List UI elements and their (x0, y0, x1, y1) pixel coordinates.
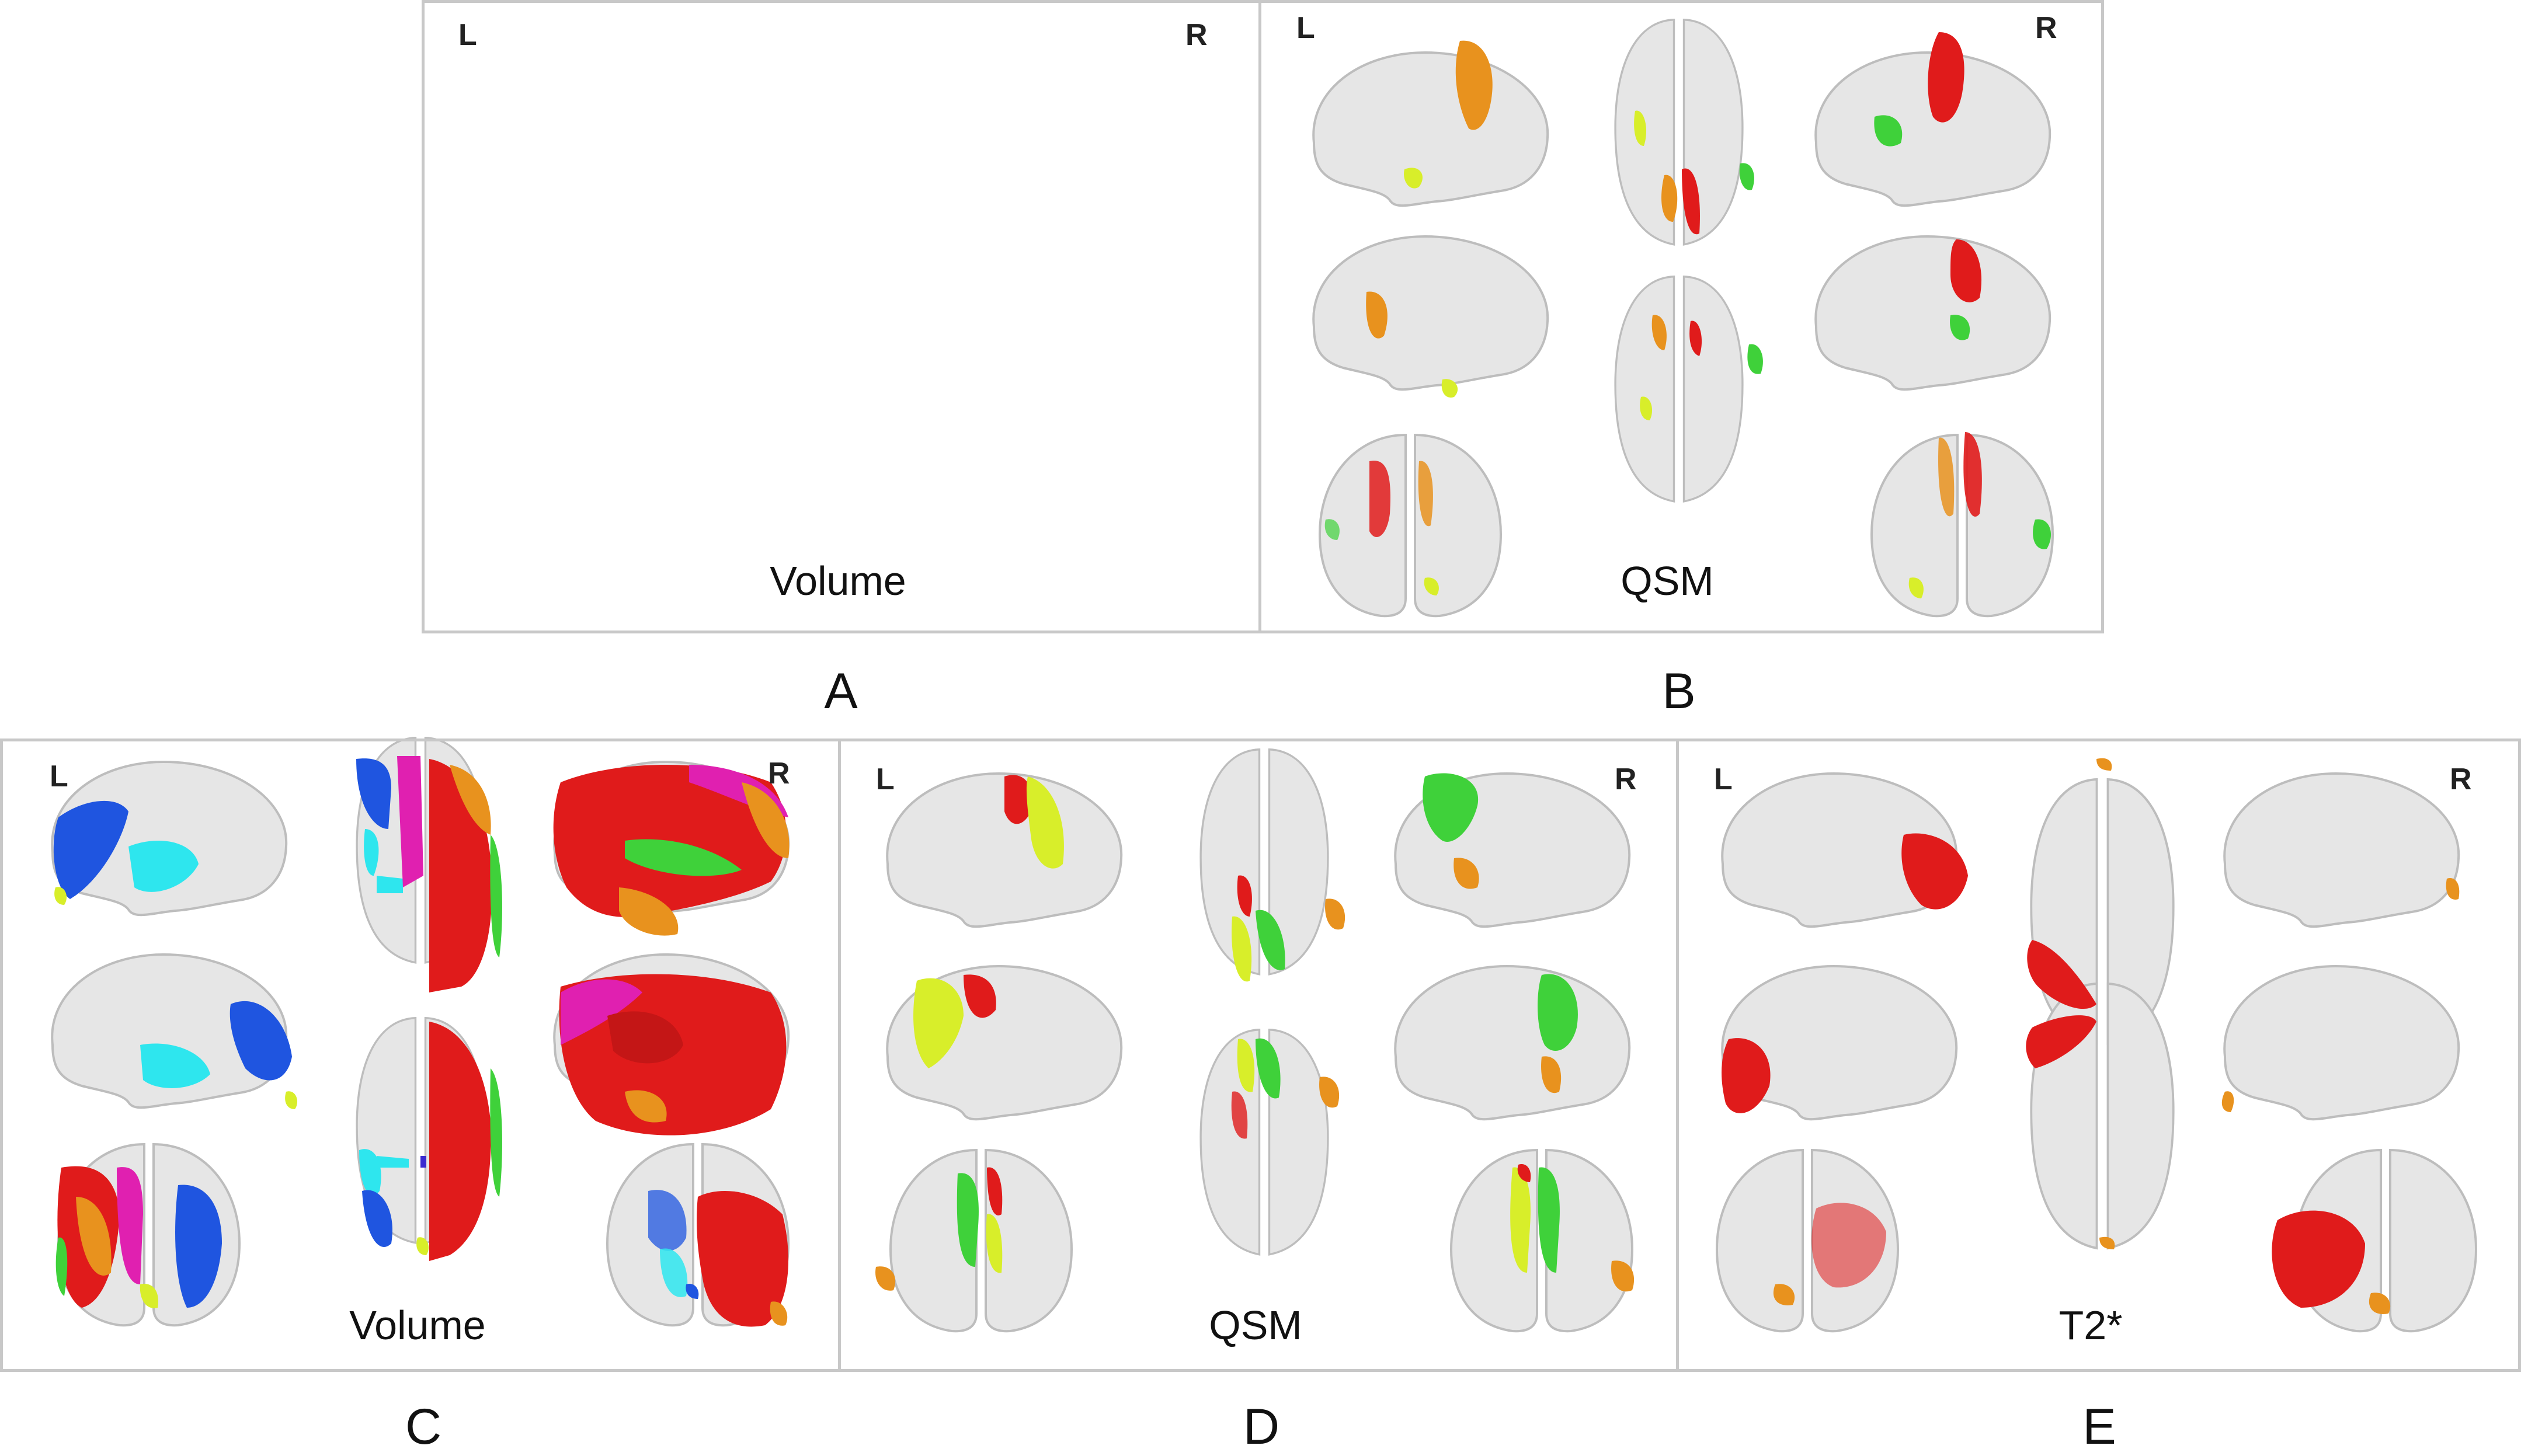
panel-e-modality-label: T2* (2058, 1302, 2123, 1348)
panel-a-frame (422, 0, 1261, 633)
panel-a-letter: A (824, 663, 858, 719)
panel-e-right-marker: R (2450, 762, 2472, 796)
panel-c-modality-label: Volume (349, 1302, 486, 1348)
panel-a-left-marker: L (458, 18, 477, 52)
panel-b-letter: B (1662, 663, 1696, 719)
panel-a-modality-label: Volume (770, 558, 906, 604)
panel-e-left-marker: L (1714, 762, 1733, 796)
panel-c-letter: C (405, 1399, 442, 1455)
panel-b-left-marker: L (1296, 11, 1315, 45)
panel-c-regions (53, 756, 790, 1327)
panel-e-regions (1722, 758, 2460, 1314)
panel-c-frame (0, 739, 841, 1372)
panel-a-right-marker: R (1185, 18, 1208, 52)
panel-e-letter: E (2082, 1399, 2116, 1455)
panel-b-frame (1258, 0, 2104, 633)
panel-d-right-marker: R (1615, 762, 1637, 796)
panel-b-regions (1324, 32, 2051, 598)
panel-b-modality-label: QSM (1621, 558, 1714, 604)
panel-d-letter: D (1243, 1399, 1280, 1455)
panel-e-frame (1676, 739, 2521, 1372)
panel-d-modality-label: QSM (1209, 1302, 1302, 1348)
panel-d-frame (838, 739, 1679, 1372)
panel-d-regions (875, 773, 1635, 1292)
panel-b-right-marker: R (2035, 11, 2057, 45)
panel-d-left-marker: L (876, 762, 895, 796)
panel-c-right-marker: R (768, 757, 790, 790)
panel-c-left-marker: L (50, 760, 68, 793)
